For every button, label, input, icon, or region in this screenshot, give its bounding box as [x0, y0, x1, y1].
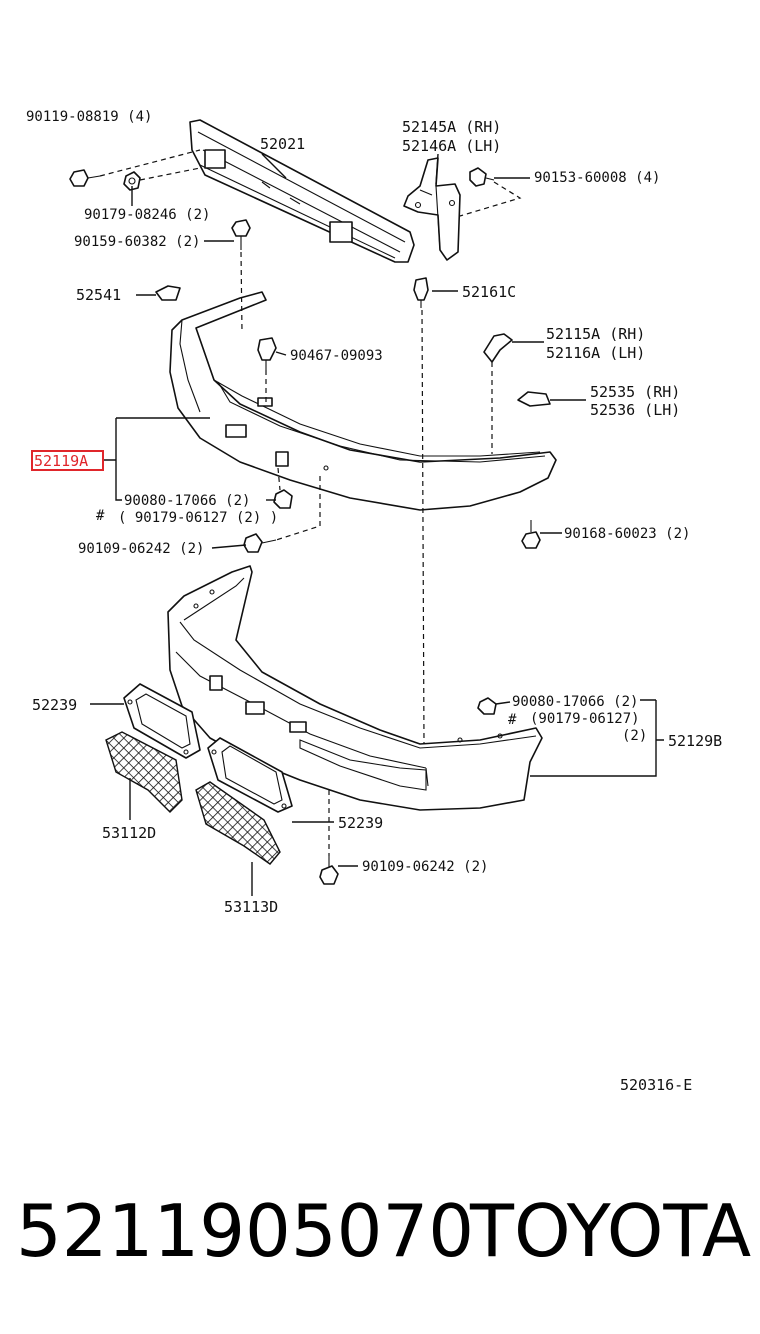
- leader-lines: [90, 153, 664, 896]
- label-bracket-lower: 52535 (RH): [590, 383, 680, 401]
- seal-left: [123, 683, 201, 759]
- label-bracket-upper-lh: 52146A (LH): [402, 137, 501, 155]
- nut-left: [123, 171, 141, 191]
- grille-left: [105, 731, 183, 813]
- label-clip-center: 52161C: [462, 283, 516, 301]
- label-grille-right: 53113D: [224, 898, 278, 916]
- side-bracket: [483, 333, 513, 363]
- bolt-left2: [231, 219, 251, 250]
- diagram-code: 520316-E: [620, 1076, 692, 1094]
- label-nut-hash-b: ( 90179-06127 (2) ): [118, 510, 278, 526]
- label-seal-right: 52239: [338, 814, 383, 832]
- label-reinforcement: 52021: [260, 135, 305, 153]
- label-bumper-highlight: 52119A: [34, 452, 88, 470]
- bolt-bottom: [319, 856, 339, 885]
- label-nut-hash-a: 90080-17066 (2): [124, 493, 250, 509]
- bolt-lower-left: [243, 533, 277, 553]
- label-screw-right: 90168-60023 (2): [564, 526, 690, 542]
- footer-part-number: 5211905070: [16, 1189, 474, 1273]
- nut-right: [477, 697, 497, 715]
- bolt-top-right: [469, 167, 495, 187]
- footer-brand: TOYOTA: [469, 1189, 751, 1273]
- label-nut-right-hash: #: [508, 712, 517, 728]
- mid-clip: [257, 337, 277, 370]
- highlight-box: [31, 450, 104, 471]
- label-bolt-lower-left: 90109-06242 (2): [78, 541, 204, 557]
- label-bolt-left2: 90159-60382 (2): [74, 234, 200, 250]
- label-nut-right-c: (2): [622, 728, 647, 744]
- reinforcement-bar: [189, 119, 415, 263]
- label-bolt-bottom: 90109-06242 (2): [362, 859, 488, 875]
- retainer: [155, 285, 181, 301]
- label-seal-left: 52239: [32, 696, 77, 714]
- center-clip: [413, 277, 429, 308]
- seal-right: [207, 737, 293, 813]
- label-retainer: 52541: [76, 286, 121, 304]
- front-bumper: [169, 291, 557, 511]
- screw-right: [521, 520, 541, 549]
- label-nut-right-b: (90179-06127): [530, 711, 640, 727]
- label-bracket-side: 52115A (RH): [546, 325, 645, 343]
- label-grille-left: 53112D: [102, 824, 156, 842]
- label-nut-left: 90179-08246 (2): [84, 207, 210, 223]
- bolt-top-left: [69, 169, 101, 187]
- label-nut-right-a: 90080-17066 (2): [512, 694, 638, 710]
- nut-hash: [273, 489, 293, 509]
- assembly-lines: [99, 149, 522, 856]
- label-cover: 52129B: [668, 732, 722, 750]
- label-bracket-upper: 52145A (RH): [402, 118, 501, 136]
- label-bolt-top-right: 90153-60008 (4): [534, 170, 660, 186]
- upper-bracket: [403, 157, 461, 261]
- label-bolt-top-left: 90119-08819 (4): [26, 109, 152, 125]
- lower-bracket: [517, 391, 551, 407]
- label-bracket-lower-lh: 52536 (LH): [590, 401, 680, 419]
- grille-right: [195, 781, 281, 865]
- label-hash-mark: #: [96, 508, 105, 524]
- label-bracket-side-lh: 52116A (LH): [546, 344, 645, 362]
- label-clip-mid: 90467-09093: [290, 348, 383, 364]
